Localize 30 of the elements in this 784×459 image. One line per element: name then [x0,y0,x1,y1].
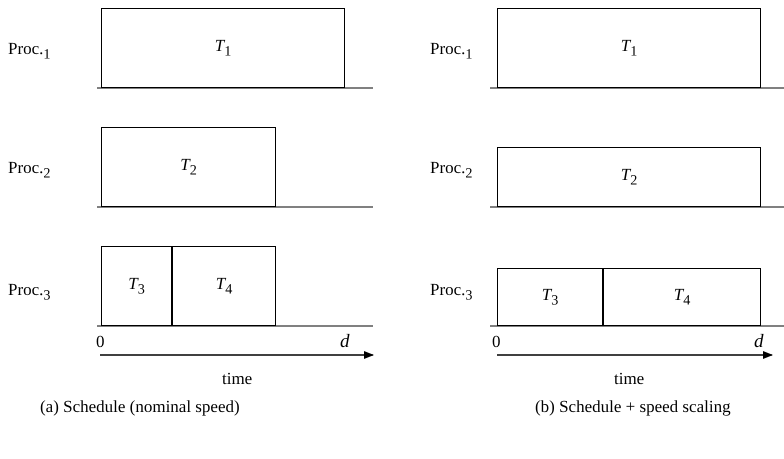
task-label: T$_{1}$ [214,36,232,60]
processor-label: Proc.$_{2}$ [430,158,472,184]
task-label: T$_{3}$ [542,284,558,310]
task-label: T$_{2}$ [620,164,638,190]
panel-caption: (b) Schedule + speed scaling [535,397,731,417]
axis-label: time [614,369,644,389]
axis-label: d [340,332,350,352]
axis-label: 0 [96,332,104,352]
task-label: T$_{2}$ [180,154,197,180]
task-label: T$_{3}$ [128,274,145,298]
processor-label: Proc.$_{1}$ [8,39,50,64]
processor-label: Proc.$_{2}$ [8,158,50,184]
task-label: T$_{4}$ [216,274,232,298]
axis-label: d [754,332,764,352]
panel-caption: (a) Schedule (nominal speed) [40,397,240,417]
task-box [172,246,276,326]
task-box [497,147,761,207]
processor-label: Proc.$_{3}$ [430,280,472,306]
task-box [497,268,603,326]
task-box [101,8,345,88]
axis-label: time [222,369,252,389]
processor-label: Proc.$_{3}$ [8,280,50,306]
axis-label: 0 [492,332,500,352]
task-label: T$_{4}$ [674,284,690,310]
task-box [603,268,761,326]
task-box [101,246,172,326]
processor-label: Proc.$_{1}$ [430,39,472,64]
task-box [497,8,761,88]
task-label: T$_{1}$ [620,36,638,60]
task-box [101,127,276,207]
